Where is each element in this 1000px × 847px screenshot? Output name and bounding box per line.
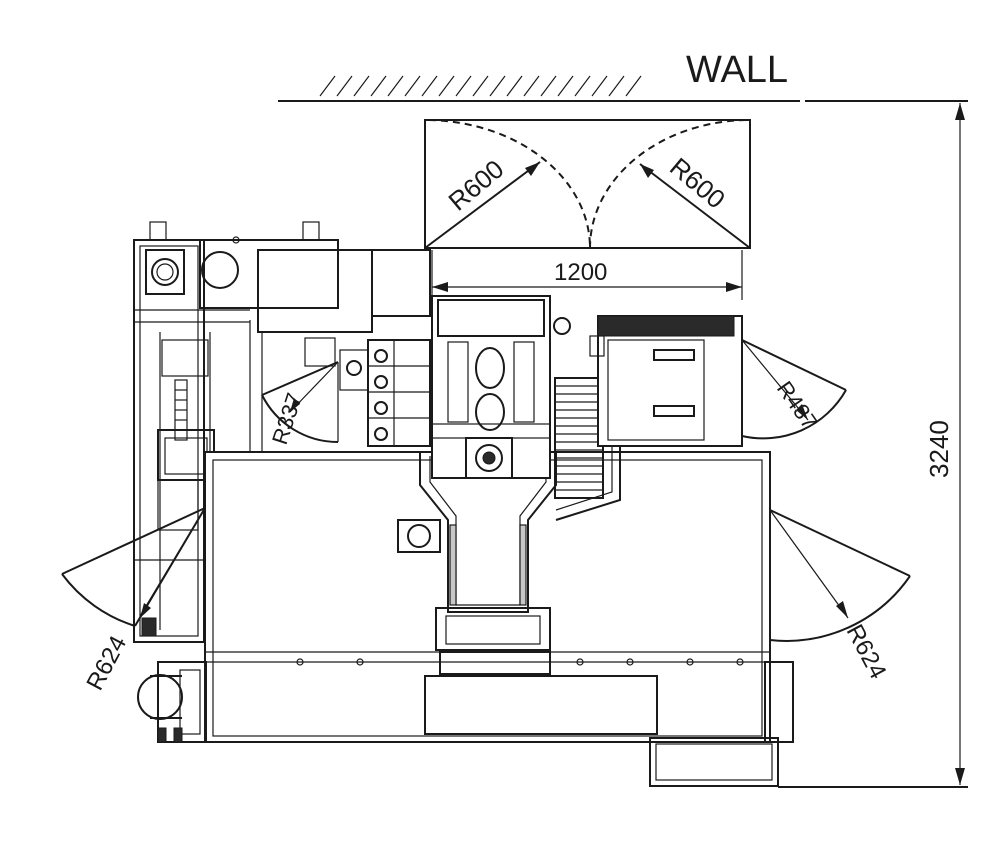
inner-door-r337: R337 bbox=[261, 361, 339, 448]
fastener-details bbox=[232, 236, 744, 666]
top-doors: R600 R600 bbox=[424, 118, 751, 249]
door-right-radius-label: R600 bbox=[664, 152, 731, 215]
wall-label: WALL bbox=[686, 49, 788, 91]
tool-magazine bbox=[249, 249, 431, 452]
depth-dimension-label: 3240 bbox=[924, 420, 954, 478]
inner-door-radius-label: R337 bbox=[267, 390, 307, 448]
left-door-radius-label: R624 bbox=[81, 631, 132, 694]
machine-body bbox=[137, 451, 794, 787]
wall-hatching bbox=[319, 75, 642, 97]
door-left-radius-label: R600 bbox=[443, 154, 510, 217]
central-column bbox=[419, 452, 557, 675]
right-unit bbox=[589, 315, 743, 447]
depth-dimension: 3240 bbox=[778, 103, 968, 788]
wall: WALL bbox=[278, 49, 968, 102]
electrical-cabinet bbox=[133, 221, 339, 643]
width-dimension: 1200 bbox=[431, 250, 743, 300]
width-dimension-label: 1200 bbox=[554, 259, 607, 286]
right-door-r437: R437 bbox=[741, 339, 847, 440]
spindle-head bbox=[431, 295, 571, 479]
right-door-r624: R624 bbox=[769, 509, 911, 683]
right-door-r624-label: R624 bbox=[841, 620, 892, 683]
right-door-r437-label: R437 bbox=[772, 377, 823, 434]
